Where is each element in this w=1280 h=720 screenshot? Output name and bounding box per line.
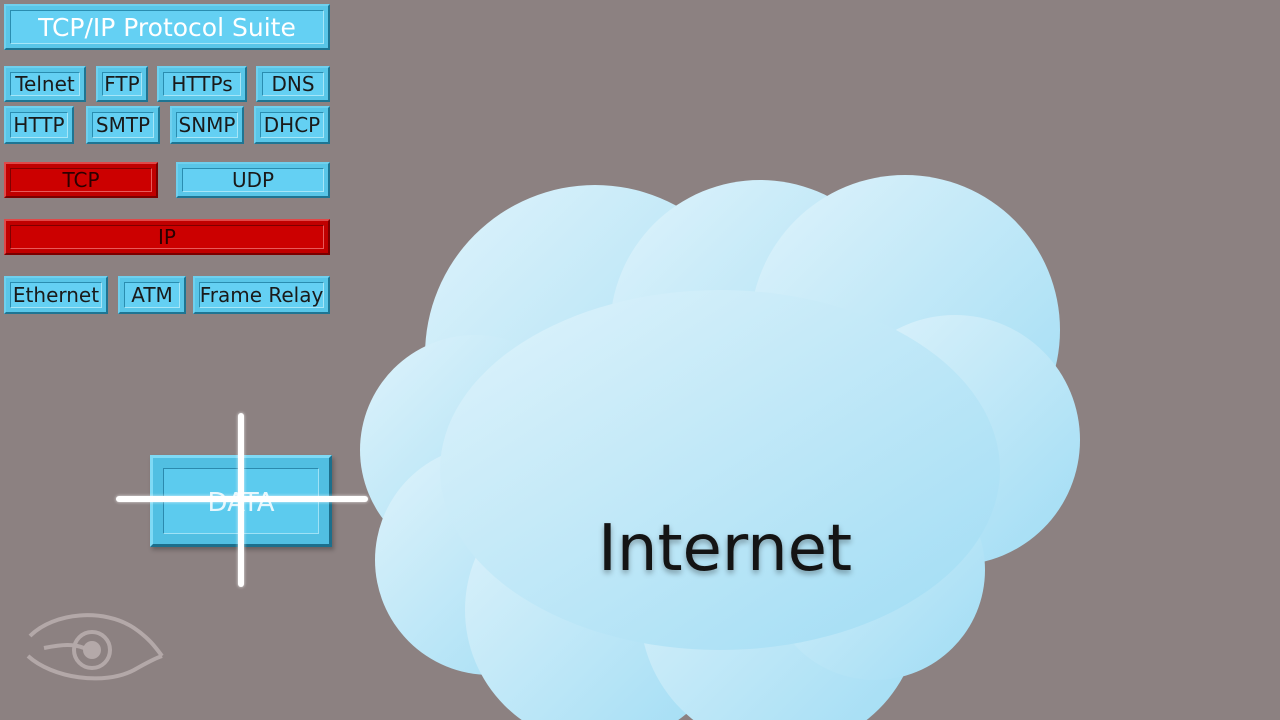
block-bevel <box>163 72 241 96</box>
protocol-label: FTP <box>104 72 140 96</box>
app-protocol-smtp: SMTP <box>86 106 160 144</box>
app-protocol-telnet: Telnet <box>4 66 86 102</box>
protocol-label: HTTP <box>13 113 65 137</box>
block-bevel <box>10 225 324 249</box>
crosshair-vertical <box>238 413 244 587</box>
protocol-label: SMTP <box>95 113 151 137</box>
block-bevel <box>10 10 324 44</box>
app-protocol-snmp: SNMP <box>170 106 244 144</box>
block-bevel <box>124 282 180 308</box>
protocol-label: ATM <box>131 283 173 307</box>
protocol-label: SNMP <box>178 113 236 137</box>
block-bevel <box>176 112 238 138</box>
block-bevel <box>262 72 324 96</box>
block-bevel <box>199 282 324 308</box>
protocol-label: IP <box>158 225 176 249</box>
internet-label: Internet <box>598 512 853 586</box>
protocol-label: Frame Relay <box>199 283 324 307</box>
watermark-logo-icon <box>26 613 164 681</box>
protocol-label: Telnet <box>15 72 75 96</box>
block-bevel <box>10 112 68 138</box>
block-bevel <box>10 168 152 192</box>
block-bevel <box>102 72 142 96</box>
block-bevel <box>92 112 154 138</box>
protocol-label: UDP <box>231 168 275 192</box>
protocol-label: HTTPs <box>171 72 233 96</box>
app-protocol-http: HTTP <box>4 106 74 144</box>
block-bevel <box>10 72 80 96</box>
link-protocol-frame-relay: Frame Relay <box>193 276 330 314</box>
app-protocol-https: HTTPs <box>157 66 247 102</box>
protocol-label: TCP <box>62 168 100 192</box>
transport-protocol-udp: UDP <box>176 162 330 198</box>
app-protocol-dhcp: DHCP <box>254 106 330 144</box>
block-bevel <box>10 282 102 308</box>
link-protocol-ethernet: Ethernet <box>4 276 108 314</box>
transport-protocol-tcp: TCP <box>4 162 158 198</box>
block-bevel <box>182 168 324 192</box>
protocol-label: Ethernet <box>12 283 100 307</box>
block-bevel <box>260 112 324 138</box>
protocol-label: DHCP <box>263 113 321 137</box>
stack-title-block: TCP/IP Protocol Suite <box>4 4 330 50</box>
app-protocol-dns: DNS <box>256 66 330 102</box>
cloud-shape <box>360 175 1080 720</box>
protocol-label: DNS <box>271 72 315 96</box>
link-protocol-atm: ATM <box>118 276 186 314</box>
stack-title: TCP/IP Protocol Suite <box>38 12 296 42</box>
app-protocol-ftp: FTP <box>96 66 148 102</box>
internet-protocol-ip: IP <box>4 219 330 255</box>
